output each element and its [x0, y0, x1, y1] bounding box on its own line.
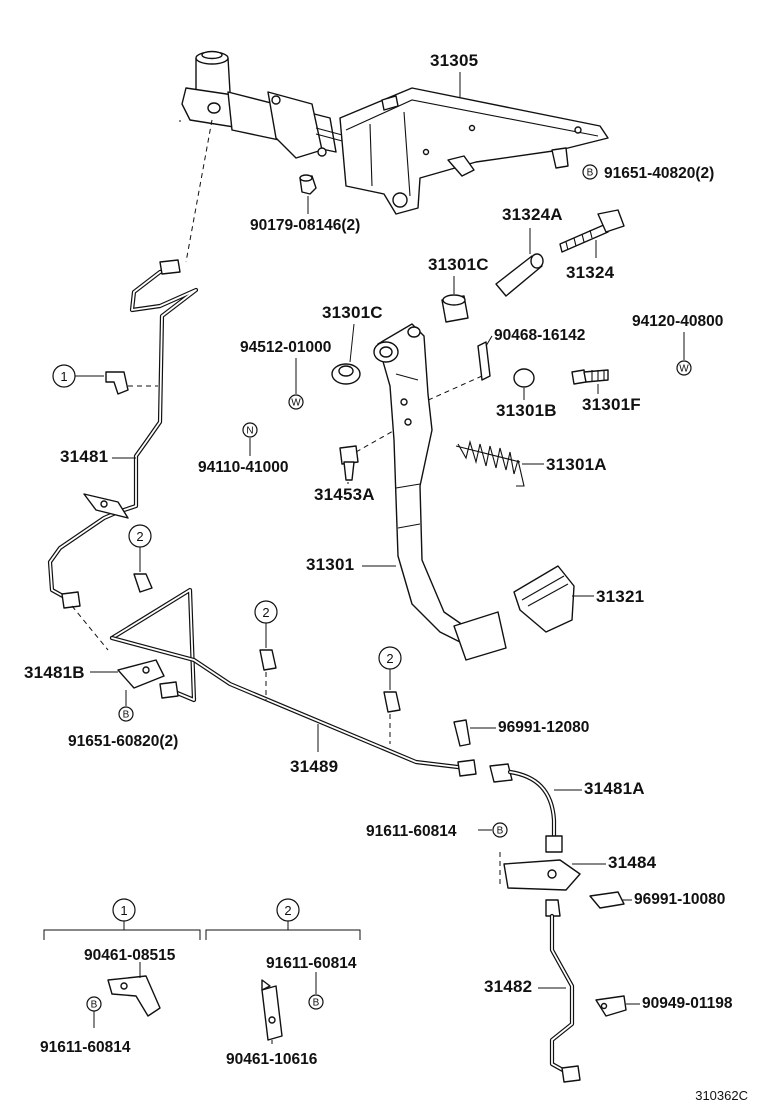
tube-clamp-2-mid — [259, 649, 277, 671]
part-label-31481A: 31481A — [584, 779, 645, 798]
callout-2-left: 2 — [128, 524, 152, 548]
part-label-90949-01198: 90949-01198 — [642, 995, 733, 1012]
cushion-31301B — [513, 368, 535, 388]
clip-96991-10080 — [589, 891, 625, 909]
legend-group-2: 2 B — [205, 898, 361, 1044]
tube-clamp-2-right — [383, 691, 401, 713]
tube-clamp-1 — [105, 371, 129, 395]
part-label-31301A: 31301A — [546, 455, 607, 474]
part-label-90468-16142: 90468-16142 — [494, 327, 585, 344]
part-label-31301: 31301 — [306, 555, 354, 574]
svg-text:B: B — [91, 1000, 98, 1011]
callout-2-right: 2 — [378, 646, 402, 670]
clip-96991-12080 — [453, 719, 471, 747]
clip-90468-16142 — [477, 341, 491, 381]
svg-text:2: 2 — [386, 651, 393, 666]
part-label-96991-12080: 96991-12080 — [498, 719, 589, 736]
clevis-pin-31324 — [559, 209, 625, 253]
return-spring-31301A — [455, 439, 525, 487]
part-label-31301C-upper: 31301C — [428, 255, 489, 274]
part-label-94512-01000: 94512-01000 — [240, 339, 331, 356]
washer-94120-40800: W — [676, 360, 692, 376]
bolt-91611-60814: B — [492, 822, 508, 838]
bolt-91651-40820: B — [582, 164, 598, 180]
bolt-31301F — [571, 369, 609, 385]
callout-1-upper: 1 — [52, 364, 76, 388]
part-label-31481B: 31481B — [24, 663, 85, 682]
svg-text:2: 2 — [262, 605, 269, 620]
svg-text:1: 1 — [120, 903, 127, 918]
part-label-31453A: 31453A — [314, 485, 375, 504]
pedal-pad-31321 — [513, 565, 575, 633]
push-rod-31324A — [495, 253, 544, 297]
svg-text:B: B — [587, 168, 594, 179]
part-label-31301B: 31301B — [496, 401, 557, 420]
part-label-91611-60814-c: 91611-60814 — [266, 955, 357, 972]
clutch-pedal-arm-31301 — [373, 323, 471, 645]
tube-clamp-2-left — [133, 573, 153, 593]
clamp-90949-01198 — [595, 995, 627, 1017]
svg-text:2: 2 — [136, 529, 143, 544]
pedal-pad-plate — [453, 611, 507, 661]
part-label-94110-41000: 94110-41000 — [198, 459, 289, 476]
diagram-reference-code: 310362C — [695, 1088, 748, 1103]
svg-text:W: W — [291, 398, 301, 409]
nut-90179-08146 — [299, 174, 317, 195]
part-label-31324: 31324 — [566, 263, 615, 282]
part-label-31489: 31489 — [290, 757, 338, 776]
svg-text:2: 2 — [284, 903, 291, 918]
washer-94512-01000: W — [288, 394, 304, 410]
part-label-96991-10080: 96991-10080 — [634, 891, 725, 908]
clutch-tube-31489 — [109, 587, 477, 777]
part-label-91611-60814-a: 91611-60814 — [366, 823, 457, 840]
svg-text:1: 1 — [60, 369, 67, 384]
part-label-91651-40820: 91651-40820(2) — [604, 165, 714, 182]
bushing-31301C-lower — [331, 363, 361, 385]
part-label-90461-10616: 90461-10616 — [226, 1051, 318, 1068]
part-label-31324A: 31324A — [502, 205, 563, 224]
part-label-91651-60820: 91651-60820(2) — [68, 733, 178, 750]
clutch-master-cylinder-reservoir — [181, 50, 347, 159]
part-label-31481: 31481 — [60, 447, 108, 466]
flex-hose-31481A — [489, 763, 563, 853]
svg-text:B: B — [123, 710, 130, 721]
svg-text:B: B — [497, 826, 504, 837]
part-label-31482: 31482 — [484, 977, 532, 996]
callout-2-mid: 2 — [254, 600, 278, 624]
svg-text:W: W — [679, 364, 689, 375]
part-label-31484: 31484 — [608, 853, 657, 872]
pin-31453A — [339, 445, 359, 481]
nut-94110-41000: N — [242, 422, 258, 438]
legend-group-1: 1 B — [43, 898, 201, 1028]
clutch-tube-31481 — [47, 259, 199, 609]
part-label-90179-08146: 90179-08146(2) — [250, 217, 360, 234]
tube-bracket — [83, 493, 129, 519]
bolt-91651-60820: B — [118, 706, 134, 722]
bracket-31481B — [117, 659, 165, 689]
part-label-31305: 31305 — [430, 51, 478, 70]
pedal-bracket-31305 — [339, 87, 609, 215]
clutch-tube-31482 — [545, 899, 581, 1083]
part-label-31321: 31321 — [596, 587, 644, 606]
part-label-31301C-lower: 31301C — [322, 303, 383, 322]
svg-text:N: N — [246, 426, 253, 437]
part-label-31301F: 31301F — [582, 395, 641, 414]
svg-text:B: B — [313, 998, 320, 1009]
part-label-94120-40800: 94120-40800 — [632, 313, 723, 330]
part-label-91611-60814-b: 91611-60814 — [40, 1039, 131, 1056]
part-label-90461-08515: 90461-08515 — [84, 947, 176, 964]
bushing-31301C-upper — [441, 294, 469, 323]
bracket-31484 — [503, 859, 581, 891]
